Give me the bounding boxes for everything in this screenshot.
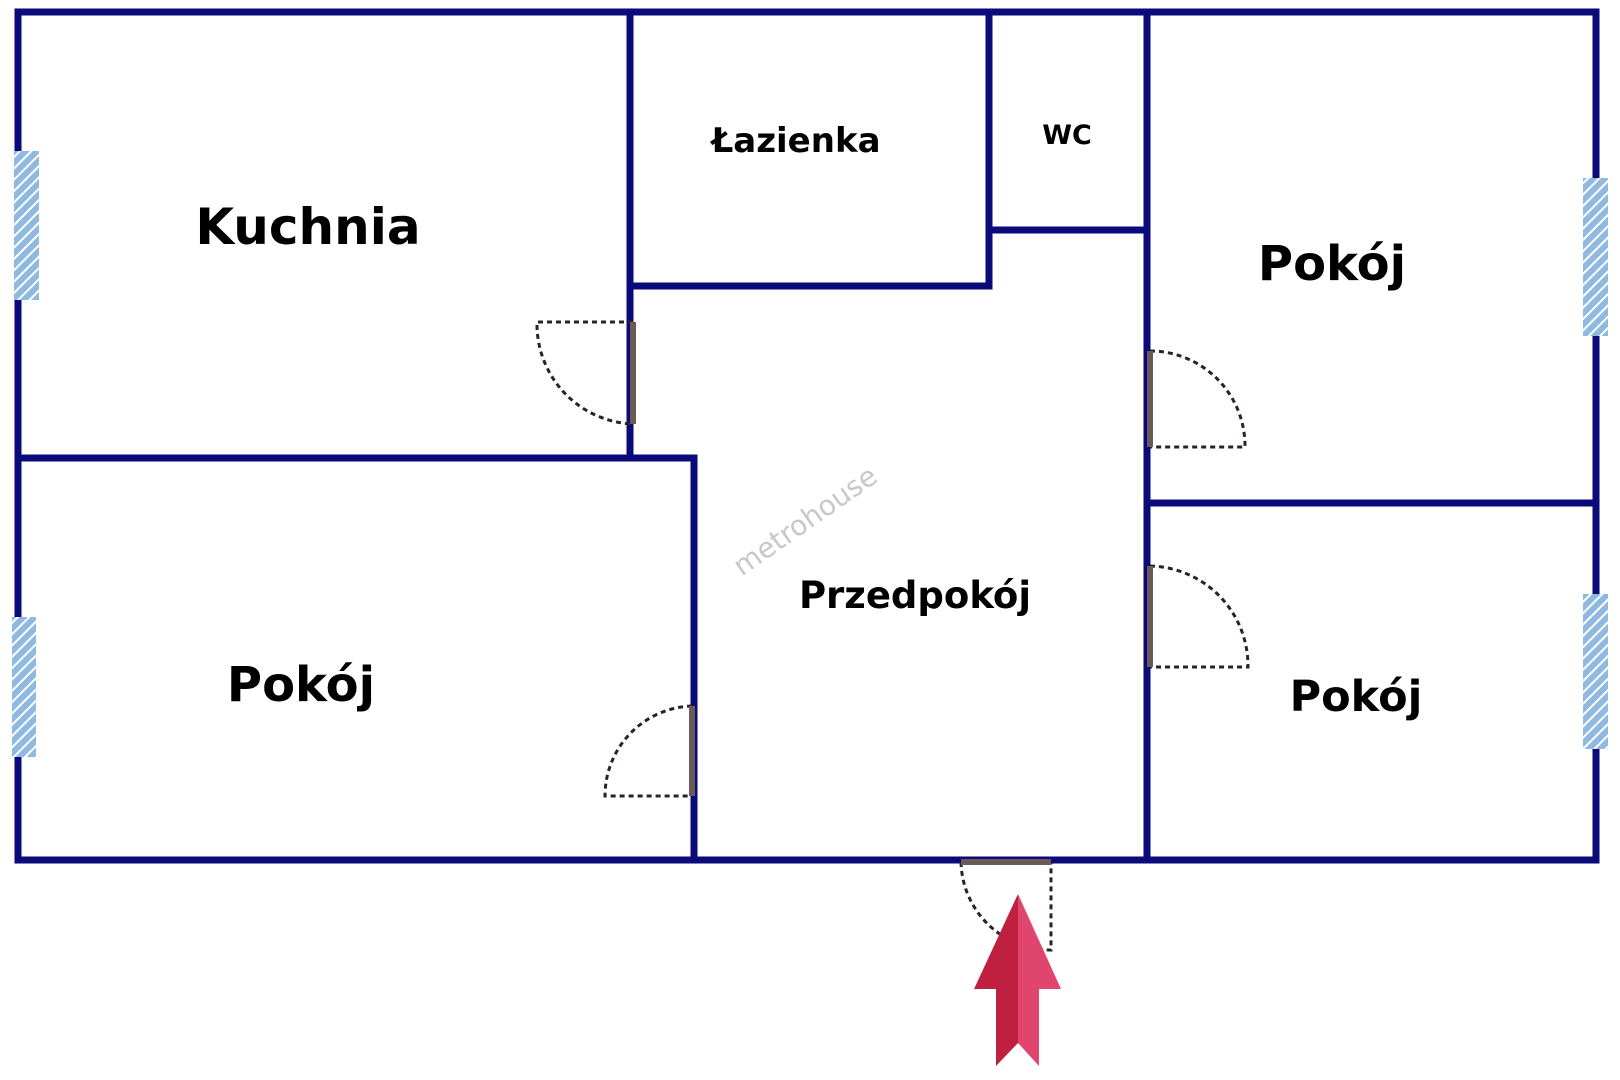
door-room-top-right bbox=[1147, 349, 1247, 449]
entrance-arrow-icon bbox=[974, 894, 1061, 1066]
door-kitchen bbox=[535, 320, 636, 426]
room-label-hallway: Przedpokój bbox=[799, 574, 1031, 617]
window-room-left bbox=[12, 617, 36, 757]
room-label-wc: WC bbox=[1042, 120, 1092, 151]
room-label-bottom-right: Pokój bbox=[1290, 672, 1423, 722]
door-room-left bbox=[603, 704, 695, 798]
watermark: metrohouse bbox=[727, 459, 884, 582]
room-label-left: Pokój bbox=[227, 657, 375, 713]
window-room-top-right bbox=[1583, 178, 1608, 336]
room-label-top-right: Pokój bbox=[1258, 236, 1406, 292]
window-kitchen bbox=[14, 151, 39, 300]
door-room-bottom-right bbox=[1147, 564, 1250, 669]
room-label-bathroom: Łazienka bbox=[709, 121, 880, 161]
room-label-kitchen: Kuchnia bbox=[195, 198, 420, 256]
window-room-bottom-right bbox=[1583, 594, 1608, 749]
